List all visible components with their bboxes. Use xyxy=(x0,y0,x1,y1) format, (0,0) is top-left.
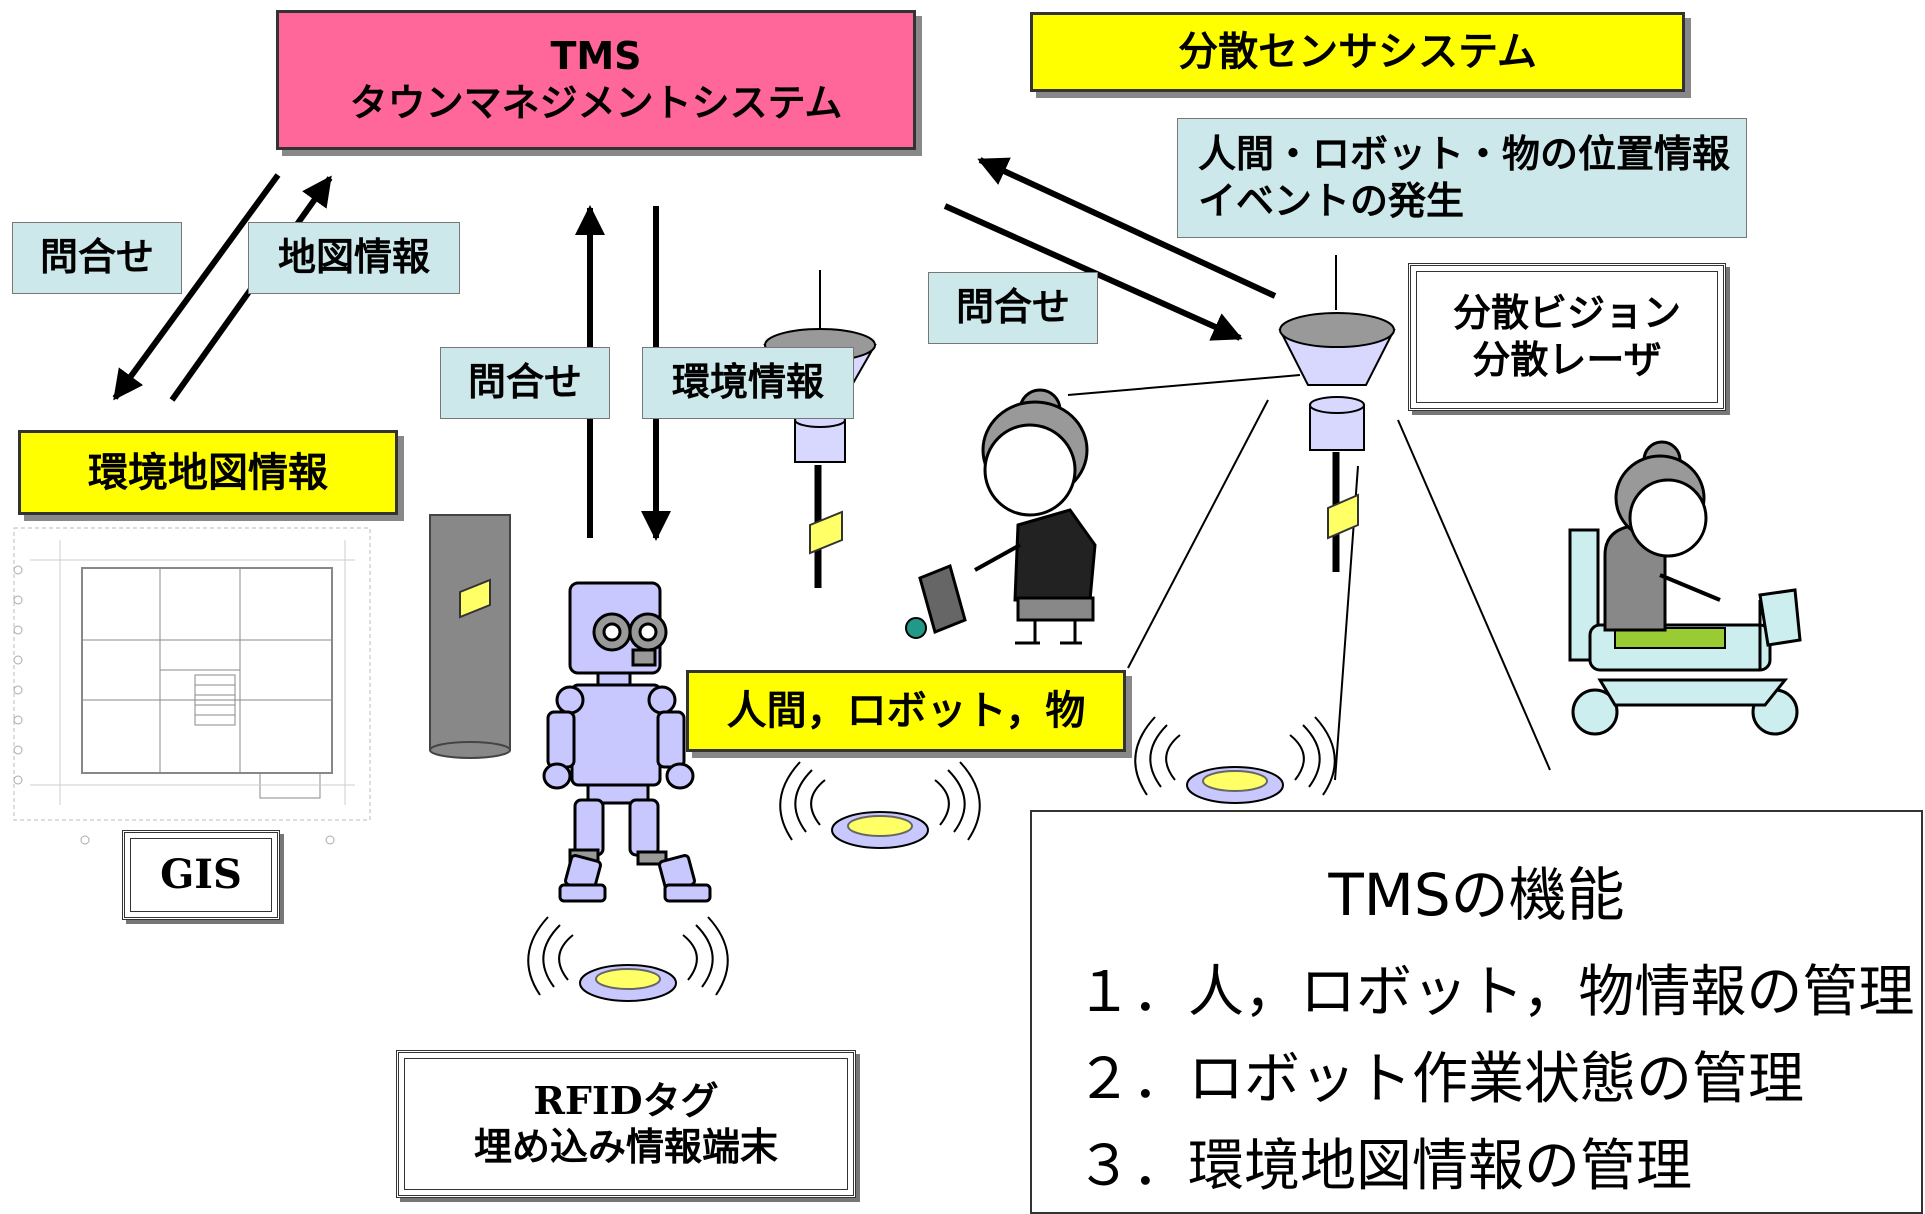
functions-title: TMSの機能 xyxy=(1328,861,1625,929)
env-map-info-box: 環境地図情報 xyxy=(18,430,398,515)
query-left-box: 問合せ xyxy=(12,222,182,294)
sensor-system-box: 分散センサシステム xyxy=(1030,12,1685,92)
human-robot-object-box: 人間，ロボット，物 xyxy=(686,670,1126,752)
query-center-box: 問合せ xyxy=(440,347,610,419)
vision-label: 分散ビジョン xyxy=(1452,290,1681,335)
rfid-floor-tag-1 xyxy=(779,761,981,849)
ceiling-sensor-right xyxy=(1278,255,1396,572)
rfid-subtitle: 埋め込み情報端末 xyxy=(473,1125,778,1169)
tms-title: TMS xyxy=(550,33,642,78)
ceiling-sensor-center xyxy=(763,270,877,588)
query-left-label: 問合せ xyxy=(39,235,154,280)
env-info-box: 環境情報 xyxy=(642,347,854,419)
rfid-title: RFIDタグ xyxy=(533,1077,719,1123)
vision-laser-box: 分散ビジョン 分散レーザ xyxy=(1408,263,1726,411)
function-item-3: ３．環境地図情報の管理 xyxy=(1076,1134,1692,1199)
pillar xyxy=(429,514,511,751)
human-robot-object-label: 人間，ロボット，物 xyxy=(726,688,1086,734)
function-item-1: １．人，ロボット，物情報の管理 xyxy=(1076,960,1915,1025)
laser-label: 分散レーザ xyxy=(1472,338,1662,382)
function-item-2: ２．ロボット作業状態の管理 xyxy=(1076,1047,1804,1112)
elderly-person xyxy=(905,388,1097,645)
rfid-floor-tag-3 xyxy=(527,916,729,1002)
query-right-label: 問合せ xyxy=(955,285,1070,330)
gis-label: GIS xyxy=(160,851,242,898)
arrow-query-to-map xyxy=(112,173,281,401)
arrow-sensor-to-tms xyxy=(977,157,1277,299)
query-center-label: 問合せ xyxy=(467,360,582,405)
position-info-box: 人間・ロボット・物の位置情報 イベントの発生 xyxy=(1177,118,1747,238)
sensor-system-label: 分散センサシステム xyxy=(1178,29,1537,75)
position-info-line2: イベントの発生 xyxy=(1198,179,1465,223)
rfid-floor-tag-2 xyxy=(1134,716,1336,804)
laser-lines xyxy=(1067,374,1551,781)
map-info-label: 地図情報 xyxy=(277,235,430,280)
query-right-box: 問合せ xyxy=(928,272,1098,344)
tms-functions-panel: TMSの機能 １．人，ロボット，物情報の管理 ２．ロボット作業状態の管理 ３．環… xyxy=(1030,810,1923,1214)
env-info-label: 環境情報 xyxy=(671,360,824,405)
pillar-tag xyxy=(459,578,491,619)
rfid-box: RFIDタグ 埋め込み情報端末 xyxy=(396,1050,856,1198)
tms-subtitle: タウンマネジメントシステム xyxy=(349,81,843,125)
floor-plan-drawing xyxy=(13,527,371,845)
gis-box: GIS xyxy=(122,830,280,920)
env-map-info-label: 環境地図情報 xyxy=(88,449,328,496)
humanoid-robot xyxy=(542,581,712,903)
map-info-box: 地図情報 xyxy=(248,222,460,294)
position-info-line1: 人間・ロボット・物の位置情報 xyxy=(1198,131,1731,176)
wheelchair-user xyxy=(1568,440,1802,736)
tms-box: TMS タウンマネジメントシステム xyxy=(276,10,916,150)
